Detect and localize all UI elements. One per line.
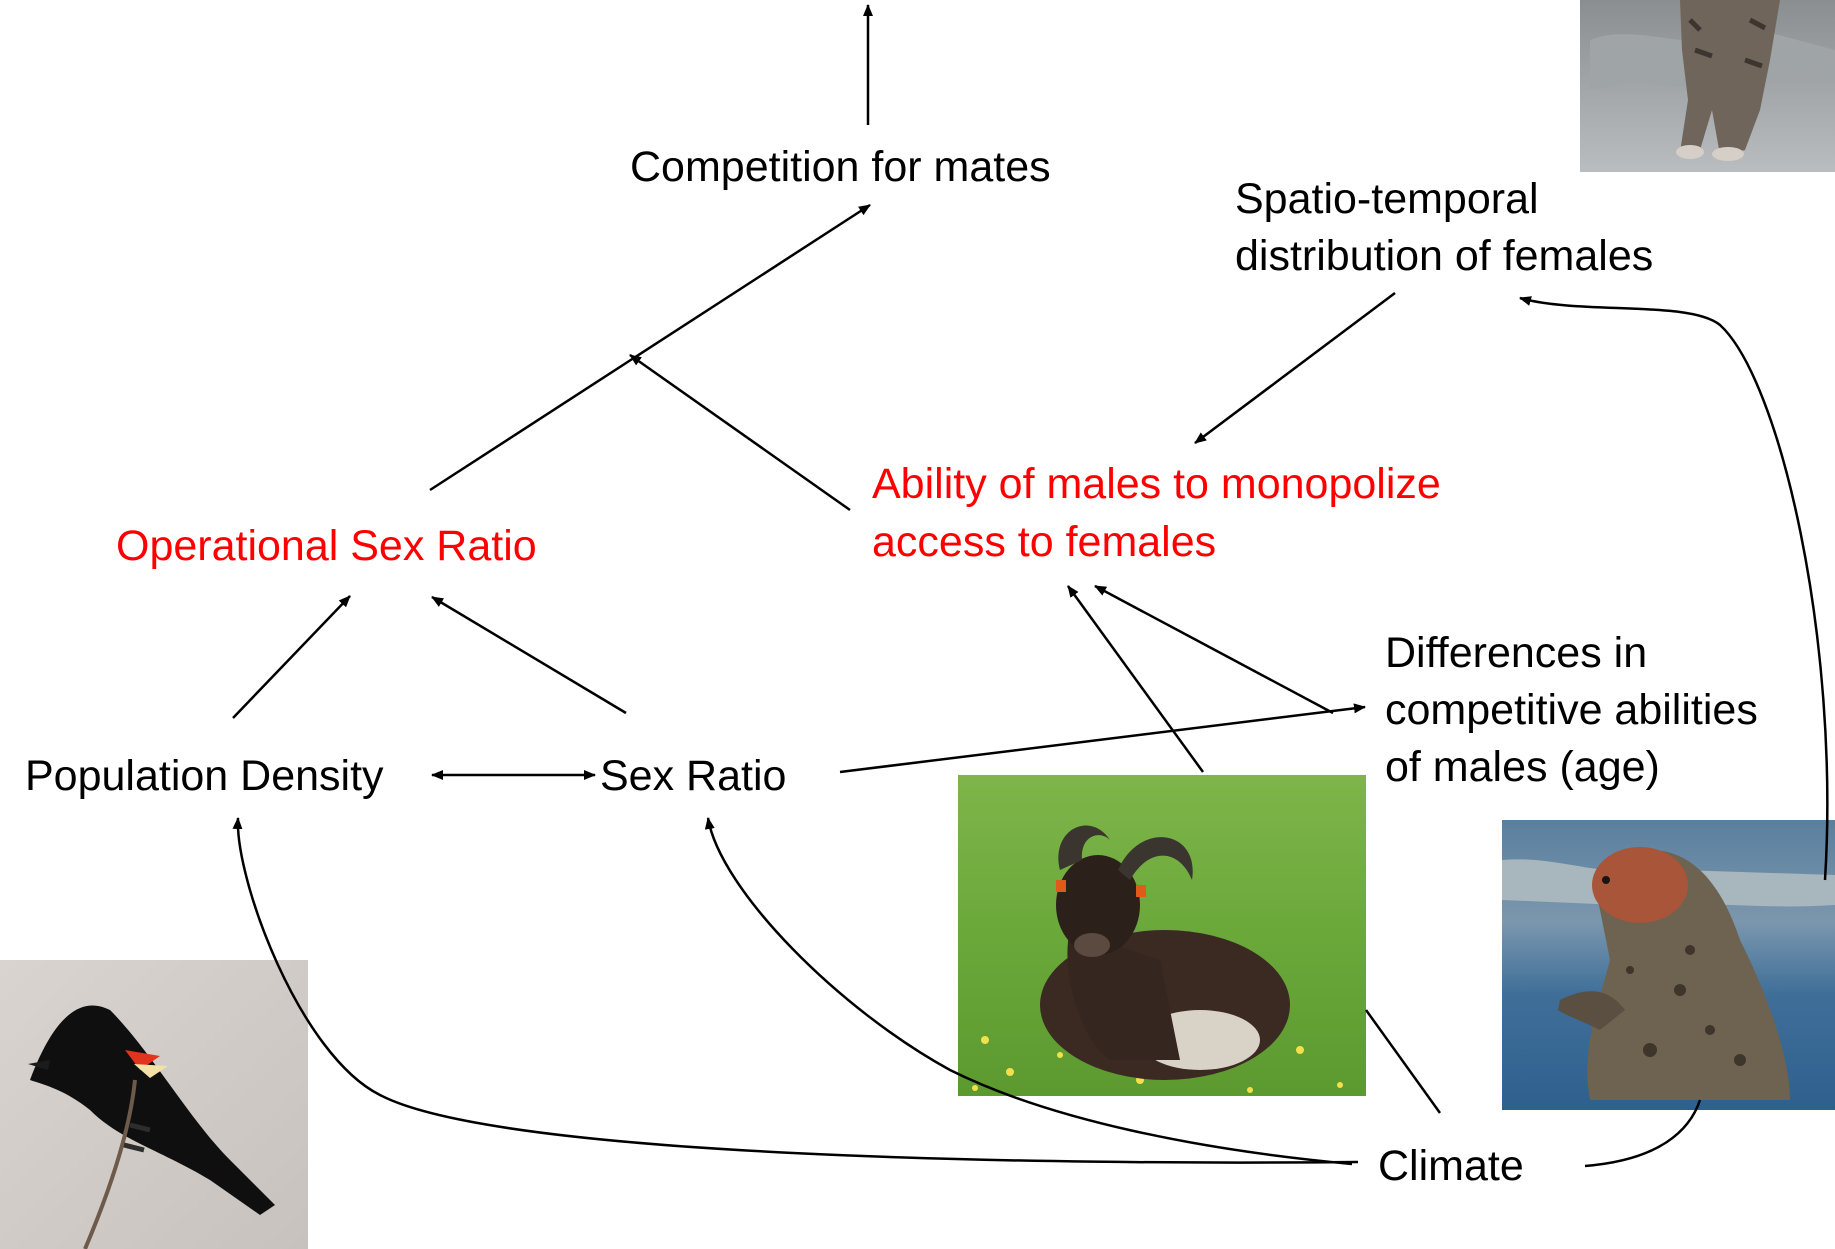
arrows [232, 4, 1829, 1168]
grey-seal-photo [1502, 820, 1835, 1110]
node-population-density: Population Density [25, 752, 384, 800]
node-spatio-temporal-line2: distribution of females [1235, 232, 1653, 280]
node-spatio-temporal-line1: Spatio-temporal [1235, 175, 1539, 223]
node-sex-ratio: Sex Ratio [600, 752, 786, 800]
red-winged-blackbird-photo [0, 960, 308, 1249]
node-climate: Climate [1378, 1142, 1524, 1190]
node-competition-for-mates: Competition for mates [630, 143, 1051, 191]
node-differences-line2: competitive abilities [1385, 686, 1758, 734]
node-ability-line1: Ability of males to monopolize [872, 460, 1441, 508]
node-differences-line1: Differences in [1385, 629, 1647, 677]
soay-sheep-photo [958, 775, 1366, 1096]
node-differences-line3: of males (age) [1385, 743, 1660, 791]
cat-photo [1580, 0, 1835, 172]
node-operational-sex-ratio: Operational Sex Ratio [116, 522, 537, 570]
node-ability-line2: access to females [872, 518, 1216, 566]
